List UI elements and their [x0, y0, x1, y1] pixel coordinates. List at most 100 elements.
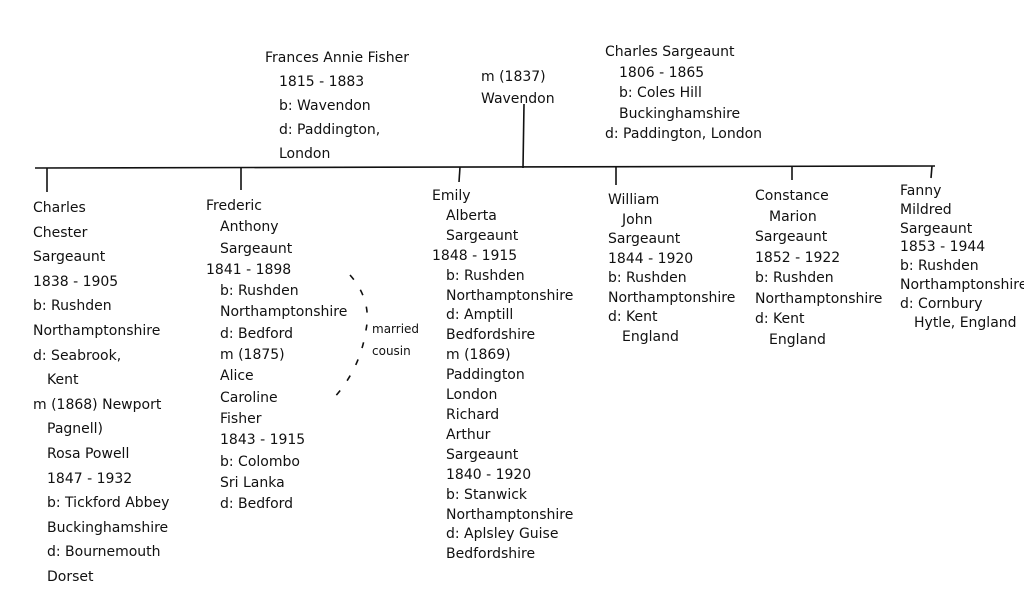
entry-line: 1840 - 1920 [446, 466, 532, 483]
entry-line: Mildred [900, 201, 952, 218]
entry-line: Frederic [206, 198, 262, 214]
entry-line: b: Rushden [33, 298, 112, 315]
parent-drop-line [522, 103, 525, 169]
entry-line: married [372, 322, 420, 336]
entry-line: d: Bournemouth [47, 544, 161, 561]
entry-line: b: Colombo [220, 453, 300, 470]
entry-line: London [446, 387, 498, 404]
entry-line: d: Aplsley Guise [446, 526, 559, 543]
entry-line: d: Paddington, London [605, 126, 763, 142]
entry-line: Sargeaunt [608, 231, 681, 247]
entry-line: Pagnell) [47, 421, 104, 438]
entry-line: Buckinghamshire [47, 519, 169, 536]
entry-line: Kent [47, 372, 79, 389]
child-drop-line [458, 166, 461, 183]
entry-line: m (1868) Newport [33, 396, 162, 413]
entry-line: d: Bedford [220, 325, 294, 342]
child-drop-line [930, 165, 933, 179]
entry-line: m (1875) [220, 347, 285, 364]
entry-line: b: Rushden [220, 283, 299, 300]
entry-line: d: Bedford [220, 496, 294, 513]
entry-line: London [279, 146, 331, 162]
entry-line: b: Tickford Abbey [47, 495, 170, 512]
entry-line: John [622, 211, 653, 228]
entry-line: Sargeaunt [755, 229, 828, 245]
entry-line: cousin [372, 344, 411, 358]
entry-line: b: Rushden [900, 258, 979, 275]
entry-line: Constance [755, 188, 829, 204]
entry-line: m (1837) [481, 69, 546, 85]
entry-line: Sargeaunt [220, 240, 293, 257]
entry-line: b: Rushden [755, 270, 834, 286]
entry-line: Rosa Powell [47, 445, 130, 462]
entry-line: 1852 - 1922 [755, 249, 841, 266]
cousin-marriage-arc [331, 274, 369, 401]
entry-line: Northamptonshire [446, 287, 574, 304]
entry-line: 1853 - 1944 [900, 239, 986, 256]
entry-line: Dorset [47, 568, 94, 585]
entry-line: d: Amptill [446, 307, 514, 324]
entry-line: 1848 - 1915 [432, 247, 518, 264]
entry-line: Arthur [446, 426, 491, 443]
entry-line: b: Rushden [608, 270, 687, 286]
entry-line: Sri Lanka [220, 474, 285, 491]
entry-line: Sargeaunt [446, 446, 519, 463]
entry-line: d: Seabrook, [33, 347, 122, 364]
entry-line: Alberta [446, 207, 497, 224]
entry-line: Alice [220, 368, 254, 385]
father-info: Charles Sargeaunt 1806 - 1865 b: Coles Hil… [605, 42, 762, 145]
entry-line: d: Paddington, [279, 122, 381, 138]
entry-line: 1844 - 1920 [608, 250, 694, 267]
entry-line: 1838 - 1905 [33, 273, 119, 290]
entry-line: Northamptonshire [446, 506, 574, 523]
entry-line: b: Wavendon [279, 98, 371, 114]
entry-line: 1815 - 1883 [279, 74, 365, 90]
entry-line: Fisher [220, 410, 262, 427]
entry-line: Chester [33, 224, 88, 241]
entry-line: 1841 - 1898 [206, 261, 292, 278]
entry-line: Richard [446, 406, 500, 423]
entry-line: Bedfordshire [446, 327, 536, 344]
entry-line: b: Stanwick [446, 486, 528, 503]
parents-marriage-info: m (1837) Wavendon [481, 66, 555, 110]
entry-line: Anthony [220, 219, 279, 236]
entry-line: 1847 - 1932 [47, 470, 133, 487]
entry-line: Fanny [900, 183, 942, 199]
entry-line: Northamptonshire [220, 304, 348, 321]
entry-line: b: Rushden [446, 267, 525, 284]
entry-line: Northamptonshire [755, 290, 883, 307]
entry-line: Marion [769, 208, 817, 225]
entry-line: Sargeaunt [446, 227, 519, 244]
entry-line: d: Cornbury [900, 295, 983, 312]
entry-line: Caroline [220, 389, 278, 406]
entry-line: Northamptonshire [608, 289, 736, 306]
entry-line: Sargeaunt [900, 220, 973, 237]
entry-line: Northamptonshire [33, 322, 161, 339]
entry-line: m (1869) [446, 347, 511, 364]
entry-line: d: Kent [755, 311, 805, 327]
entry-line: 1843 - 1915 [220, 432, 306, 449]
entry-line: Charles [33, 200, 86, 216]
entry-line: Charles Sargeaunt [605, 44, 735, 60]
entry-line: Paddington [446, 367, 525, 384]
entry-line: William [608, 192, 660, 208]
entry-line: b: Coles Hill [619, 85, 702, 101]
entry-line: England [622, 328, 679, 345]
entry-line: Northamptonshire [900, 276, 1024, 293]
entry-line: England [769, 331, 826, 348]
entry-line: Emily [432, 188, 471, 204]
entry-line: d: Kent [608, 309, 658, 325]
married-cousin-note: married cousin [372, 318, 419, 362]
entry-line: Buckinghamshire [619, 105, 741, 122]
sibling-line [34, 165, 936, 169]
entry-line: 1806 - 1865 [619, 64, 705, 81]
entry-line: Wavendon [481, 91, 555, 107]
